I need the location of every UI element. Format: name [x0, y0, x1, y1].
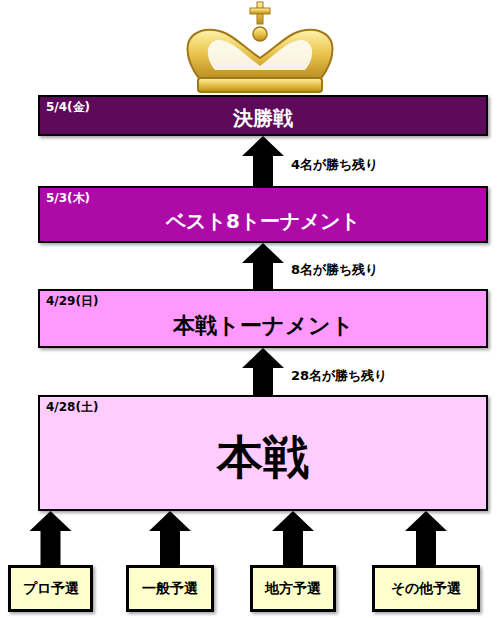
qualifier-title: 地方予選 [253, 568, 333, 609]
stage-title: 決勝戦 [40, 105, 486, 132]
stage-box: 4/29(日)本戦トーナメント [38, 289, 488, 348]
qualifier-box: プロ予選 [8, 565, 93, 612]
stage-box: 4/28(土) 本戦 [38, 395, 488, 511]
stage-title: ベスト8トーナメント [40, 208, 486, 235]
date-label: 5/4(金) [46, 99, 90, 116]
stage-title: 本戦トーナメント [40, 311, 486, 341]
stage-box: 5/3(木)ベスト8トーナメント [38, 186, 488, 243]
date-label: 5/3(木) [46, 190, 90, 207]
block-arrow [242, 348, 284, 395]
qualifier-box: その他予選 [372, 565, 480, 612]
stage-title: 本戦 [40, 427, 486, 489]
crown [188, 2, 333, 92]
edge-label: 8名が勝ち残り [291, 261, 378, 279]
qualifier-box: 一般予選 [126, 565, 214, 612]
qualifier-title: プロ予選 [11, 568, 90, 609]
edge-label: 28名が勝ち残り [291, 367, 387, 385]
stage-box: 5/4(金)決勝戦 [38, 95, 488, 136]
date-label: 4/28(土) [46, 399, 98, 416]
block-arrow [242, 243, 284, 289]
date-label: 4/29(日) [46, 293, 98, 310]
qualifier-title: 一般予選 [129, 568, 211, 609]
block-arrow [149, 511, 191, 565]
block-arrow [242, 136, 284, 186]
qualifier-box: 地方予選 [250, 565, 336, 612]
block-arrow [405, 511, 447, 565]
block-arrow [272, 511, 314, 565]
qualifier-title: その他予選 [375, 568, 477, 609]
edge-label: 4名が勝ち残り [291, 156, 378, 174]
block-arrow [30, 511, 72, 565]
